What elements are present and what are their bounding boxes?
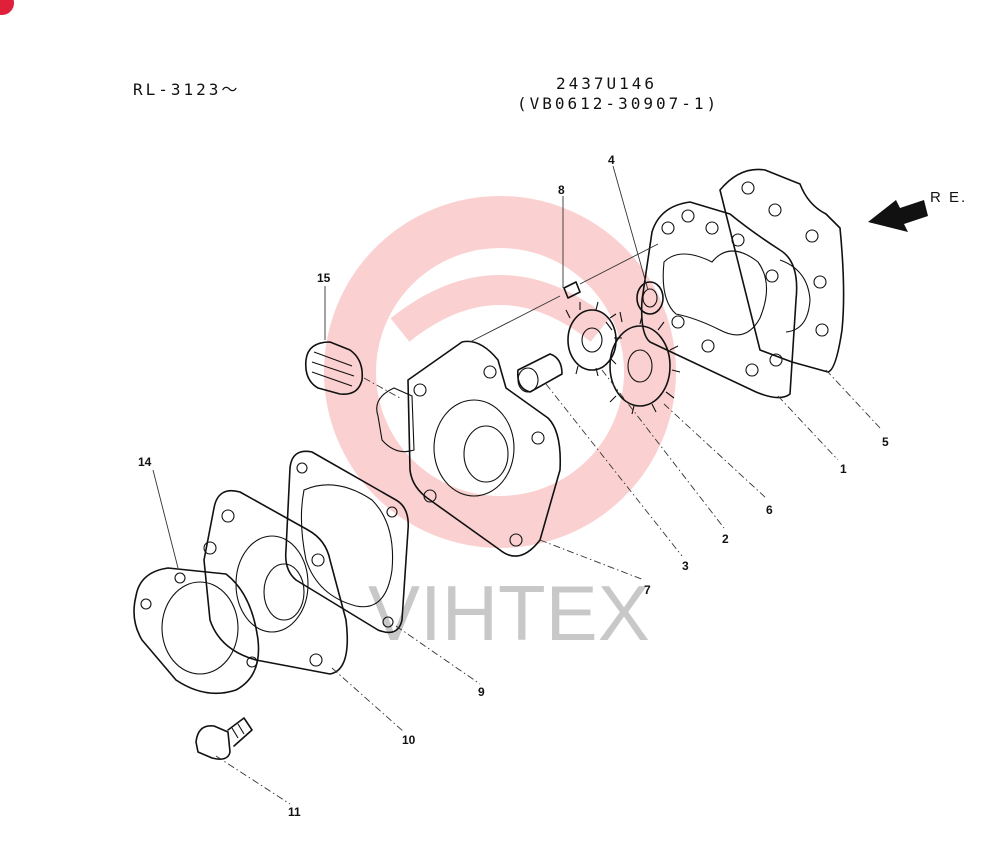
callout-14: 14 <box>138 455 152 469</box>
part-11-bolt <box>195 717 253 760</box>
callout-5: 5 <box>882 435 889 449</box>
corner-badge <box>0 0 14 15</box>
callout-4: 4 <box>608 153 615 167</box>
direction-label: R E. <box>930 189 967 206</box>
part-3-shaft <box>516 353 563 393</box>
part-number: 2437U146 <box>556 74 658 93</box>
direction-arrow-icon <box>868 200 928 232</box>
callout-9: 9 <box>478 685 485 699</box>
callout-15: 15 <box>317 271 331 285</box>
part-10-cover <box>203 489 349 675</box>
part-4-bushing <box>636 281 664 315</box>
watermark <box>324 196 676 548</box>
part-7-housing <box>376 340 562 557</box>
part-6-gear <box>605 311 681 415</box>
sub-part-number: (VB0612-30907-1) <box>517 94 720 113</box>
part-15-plug <box>304 341 364 396</box>
callout-8: 8 <box>558 183 565 197</box>
callout-6: 6 <box>766 503 773 517</box>
leader-lines <box>152 165 881 805</box>
callout-2: 2 <box>722 532 729 546</box>
watermark-text: VIHTEX <box>368 569 650 657</box>
part-1-gasket <box>640 201 798 399</box>
part-9-gasket <box>284 450 410 634</box>
callout-11: 11 <box>288 805 301 819</box>
callout-1: 1 <box>840 462 847 476</box>
callout-3: 3 <box>682 559 689 573</box>
watermark-gear-icon <box>324 196 676 548</box>
callout-10: 10 <box>402 733 416 747</box>
part-8-pin <box>563 281 581 299</box>
model-range: RL-3123〜 <box>133 80 241 99</box>
part-5-rear-plate <box>719 168 845 373</box>
callout-7: 7 <box>644 583 651 597</box>
part-2-gear <box>565 301 622 377</box>
part-14-gasket <box>133 567 260 695</box>
